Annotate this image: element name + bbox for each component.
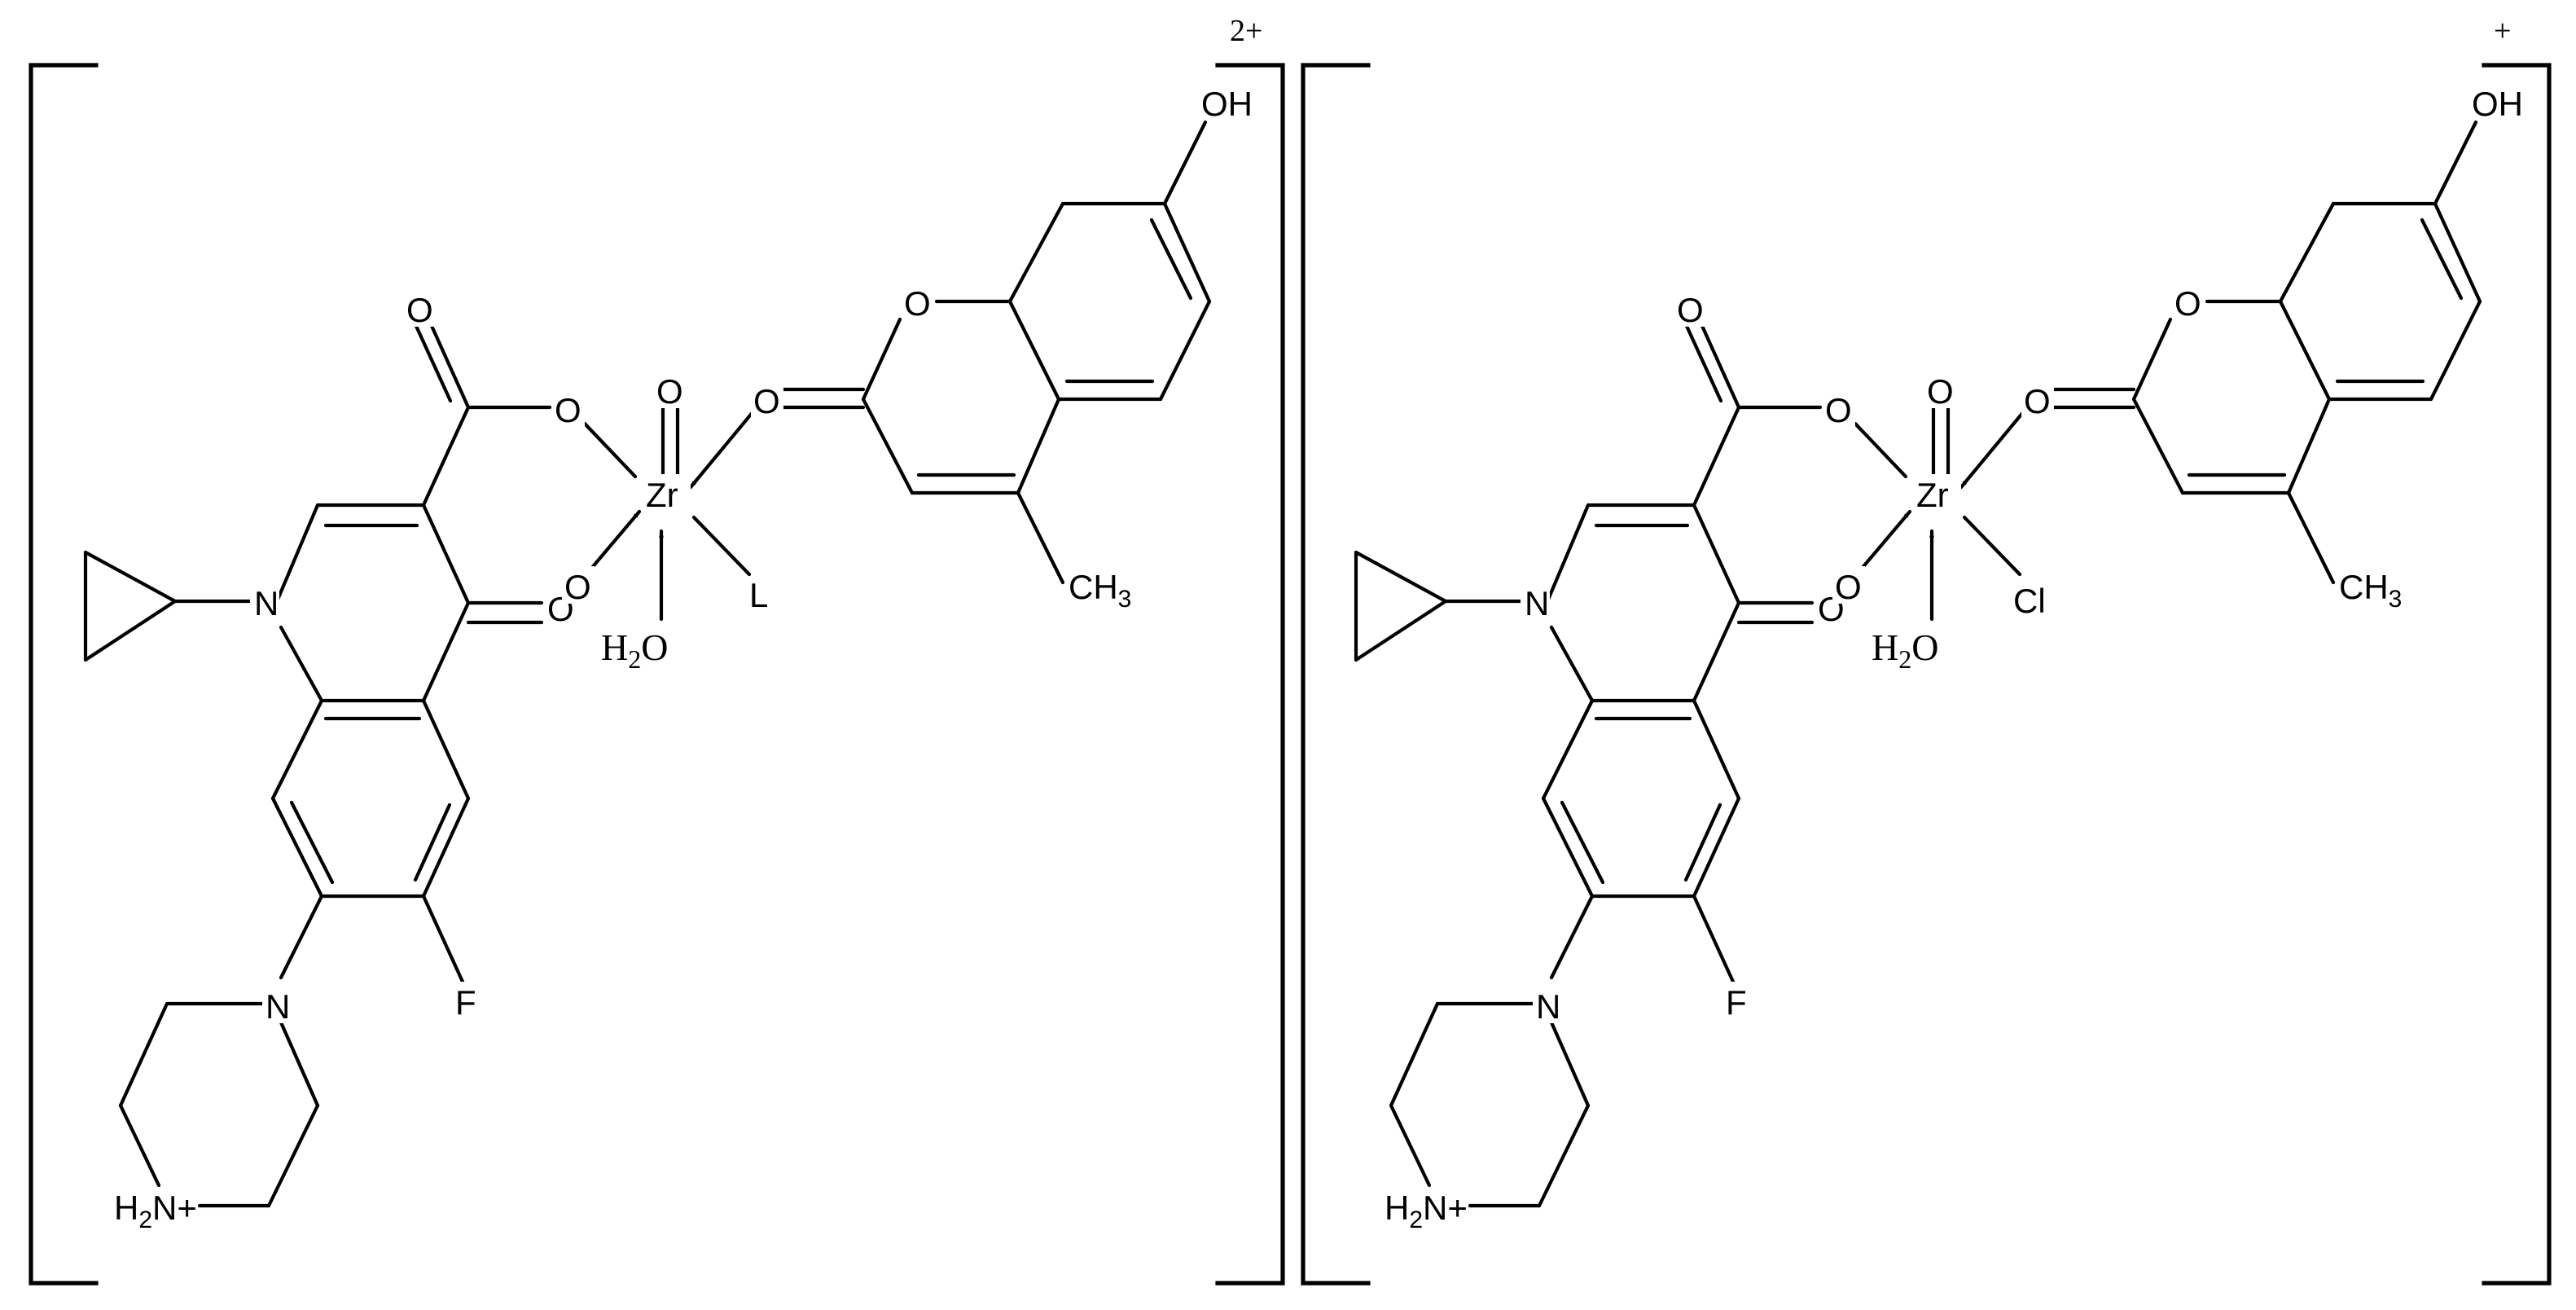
right-bracket <box>2482 63 2552 1286</box>
coordinating-o-label: O <box>564 568 591 606</box>
methyl-label: CH3 <box>1069 568 1131 613</box>
coumarin-carbonyl-o-label: O <box>753 382 780 420</box>
coumarin-skeleton <box>781 120 1212 585</box>
left-bracket <box>1301 63 1371 1286</box>
hydroxyl-label: OH <box>2472 85 2523 123</box>
coumarin-ring-o-label: O <box>2174 284 2201 323</box>
complex-2: + <box>1301 14 2552 1286</box>
carboxyl-single-o-label: O <box>1825 391 1852 429</box>
zr-metal-label: Zr <box>646 476 678 514</box>
carboxyl-single-o-label: O <box>555 391 581 429</box>
quinolone-skeleton <box>83 322 638 1208</box>
piperazine-n-label: N <box>265 987 290 1026</box>
oxo-o-label: O <box>656 372 683 411</box>
ammonium-label: H2N+ <box>1385 1189 1468 1233</box>
right-bracket <box>1215 63 1285 1286</box>
piperazine-n-label: N <box>1536 987 1560 1026</box>
atom-labels: N O O O F N H2N+ O O Zr L H2O <box>114 85 1253 1233</box>
coumarin-ring-o-label: O <box>904 284 931 323</box>
charge-label: 2+ <box>1230 14 1262 48</box>
complex-2-body: N O O O F N H2N+ O O Zr <box>1354 85 2523 1233</box>
quinolone-ring-n-label: N <box>254 584 279 622</box>
ammonium-label: H2N+ <box>114 1189 197 1233</box>
quinolone-skeleton <box>1354 322 1908 1208</box>
coordinating-o-label: O <box>1835 568 1862 606</box>
coumarin-skeleton <box>2052 120 2482 585</box>
oxo-o-label: O <box>1927 372 1954 411</box>
carboxyl-double-o-label: O <box>406 291 433 329</box>
coumarin-carbonyl-o-label: O <box>2024 382 2051 420</box>
carboxyl-double-o-label: O <box>1677 291 1704 329</box>
zr-metal-label: Zr <box>1916 476 1949 514</box>
ligand-l-label: L <box>749 576 768 614</box>
quinolone-ring-n-label: N <box>1525 584 1549 622</box>
complex-1: 2+ <box>29 14 1285 1286</box>
methyl-label: CH3 <box>2339 568 2402 613</box>
zr-coordination <box>579 405 756 622</box>
water-label: H2O <box>601 626 668 674</box>
atom-labels: N O O O F N H2N+ O O Zr <box>1385 85 2523 1233</box>
left-bracket <box>29 63 99 1286</box>
hydroxyl-label: OH <box>1201 85 1253 123</box>
ligand-cl-label: Cl <box>2013 582 2046 620</box>
fluoro-label: F <box>1726 983 1747 1022</box>
charge-label: + <box>2494 14 2511 48</box>
fluoro-label: F <box>455 983 476 1022</box>
water-label: H2O <box>1872 626 1938 674</box>
